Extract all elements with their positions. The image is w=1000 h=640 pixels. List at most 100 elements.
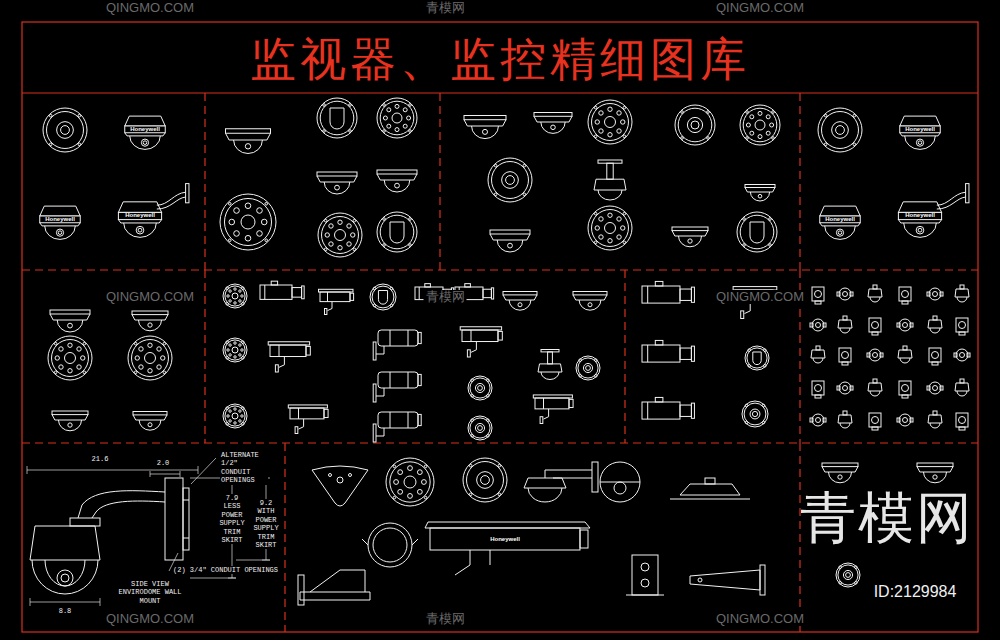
outline [225,406,245,426]
outline [918,141,922,145]
outline [583,363,592,372]
outline [932,362,938,365]
plan-view [488,158,532,202]
outline [139,420,161,430]
plan-view [588,206,632,250]
outline [462,330,498,342]
watermark: 青模网 [424,290,467,304]
outline [419,287,420,300]
outline [223,404,247,428]
mini-camera-icon [867,349,883,361]
outline [746,137,749,140]
outline [226,341,229,344]
outline [324,248,327,251]
dome-top [600,462,640,502]
outline [234,422,236,424]
outline [898,350,912,358]
outline [822,112,859,149]
outline [83,342,86,345]
outline [425,522,590,528]
dome-ring [362,523,418,567]
view-label: SIDE VIEW ENVIRODOME WALL MOUNT [112,580,188,605]
outline [740,215,774,249]
outline [655,340,663,345]
outline [377,170,417,174]
outline [298,575,304,605]
plan-view [48,336,92,380]
outline [933,292,938,297]
outline [743,244,746,247]
outline [325,309,327,315]
plan-view [745,346,769,370]
outline [145,353,156,364]
outline [295,427,298,434]
outline [548,352,553,364]
dome-camera [464,116,506,139]
outline [955,289,969,297]
outline [509,300,531,310]
outline [838,320,852,328]
outline [621,120,625,124]
dimension-label: 21.6 [91,455,110,463]
outline [588,303,592,307]
outline [544,409,549,419]
outline [839,566,842,569]
outline [241,415,243,417]
outline [377,174,417,180]
panel-divider [284,443,285,632]
outline [623,241,626,244]
dimension-label: 8.8 [58,607,73,615]
dome-camera [503,292,537,311]
mini-camera-icon [869,318,881,335]
outline [125,116,166,126]
outline [242,407,245,410]
mini-camera-icon [811,346,825,363]
outline [647,402,648,419]
mini-camera-icon [927,288,943,300]
outline [579,300,601,310]
outline [78,491,165,518]
outline [594,241,597,244]
outline [128,336,172,380]
outline [390,222,404,243]
outline [229,300,231,302]
outline [56,229,63,236]
outline [595,120,599,124]
outline [186,184,189,203]
outline [234,288,236,290]
outline [647,345,648,362]
outline [77,347,81,351]
brand-label: Honeywell [130,126,160,132]
outline [927,386,930,390]
outline [750,131,754,135]
outline [329,474,332,477]
outline [746,123,750,127]
outline [378,291,387,305]
dome-camera [672,227,708,247]
plan-view [377,98,417,138]
outline [758,135,762,139]
outline [490,234,530,240]
outline [815,395,821,398]
id-label: ID:2129984 [872,583,959,601]
outline [83,371,86,374]
tube-camera [373,330,421,360]
outline [578,358,598,378]
outline [409,218,412,221]
outline [832,122,849,139]
outline [157,347,161,351]
outline [899,287,911,301]
outline [141,139,148,146]
plan-view [317,98,357,138]
outline [376,388,384,396]
box-camera [642,281,694,303]
outline [822,467,858,472]
outline [139,365,143,369]
outline [317,98,357,138]
panel-divider [624,270,625,443]
outline [471,379,474,382]
outline [390,287,393,290]
outline [132,340,169,377]
outline [508,243,513,248]
outline [298,408,299,419]
